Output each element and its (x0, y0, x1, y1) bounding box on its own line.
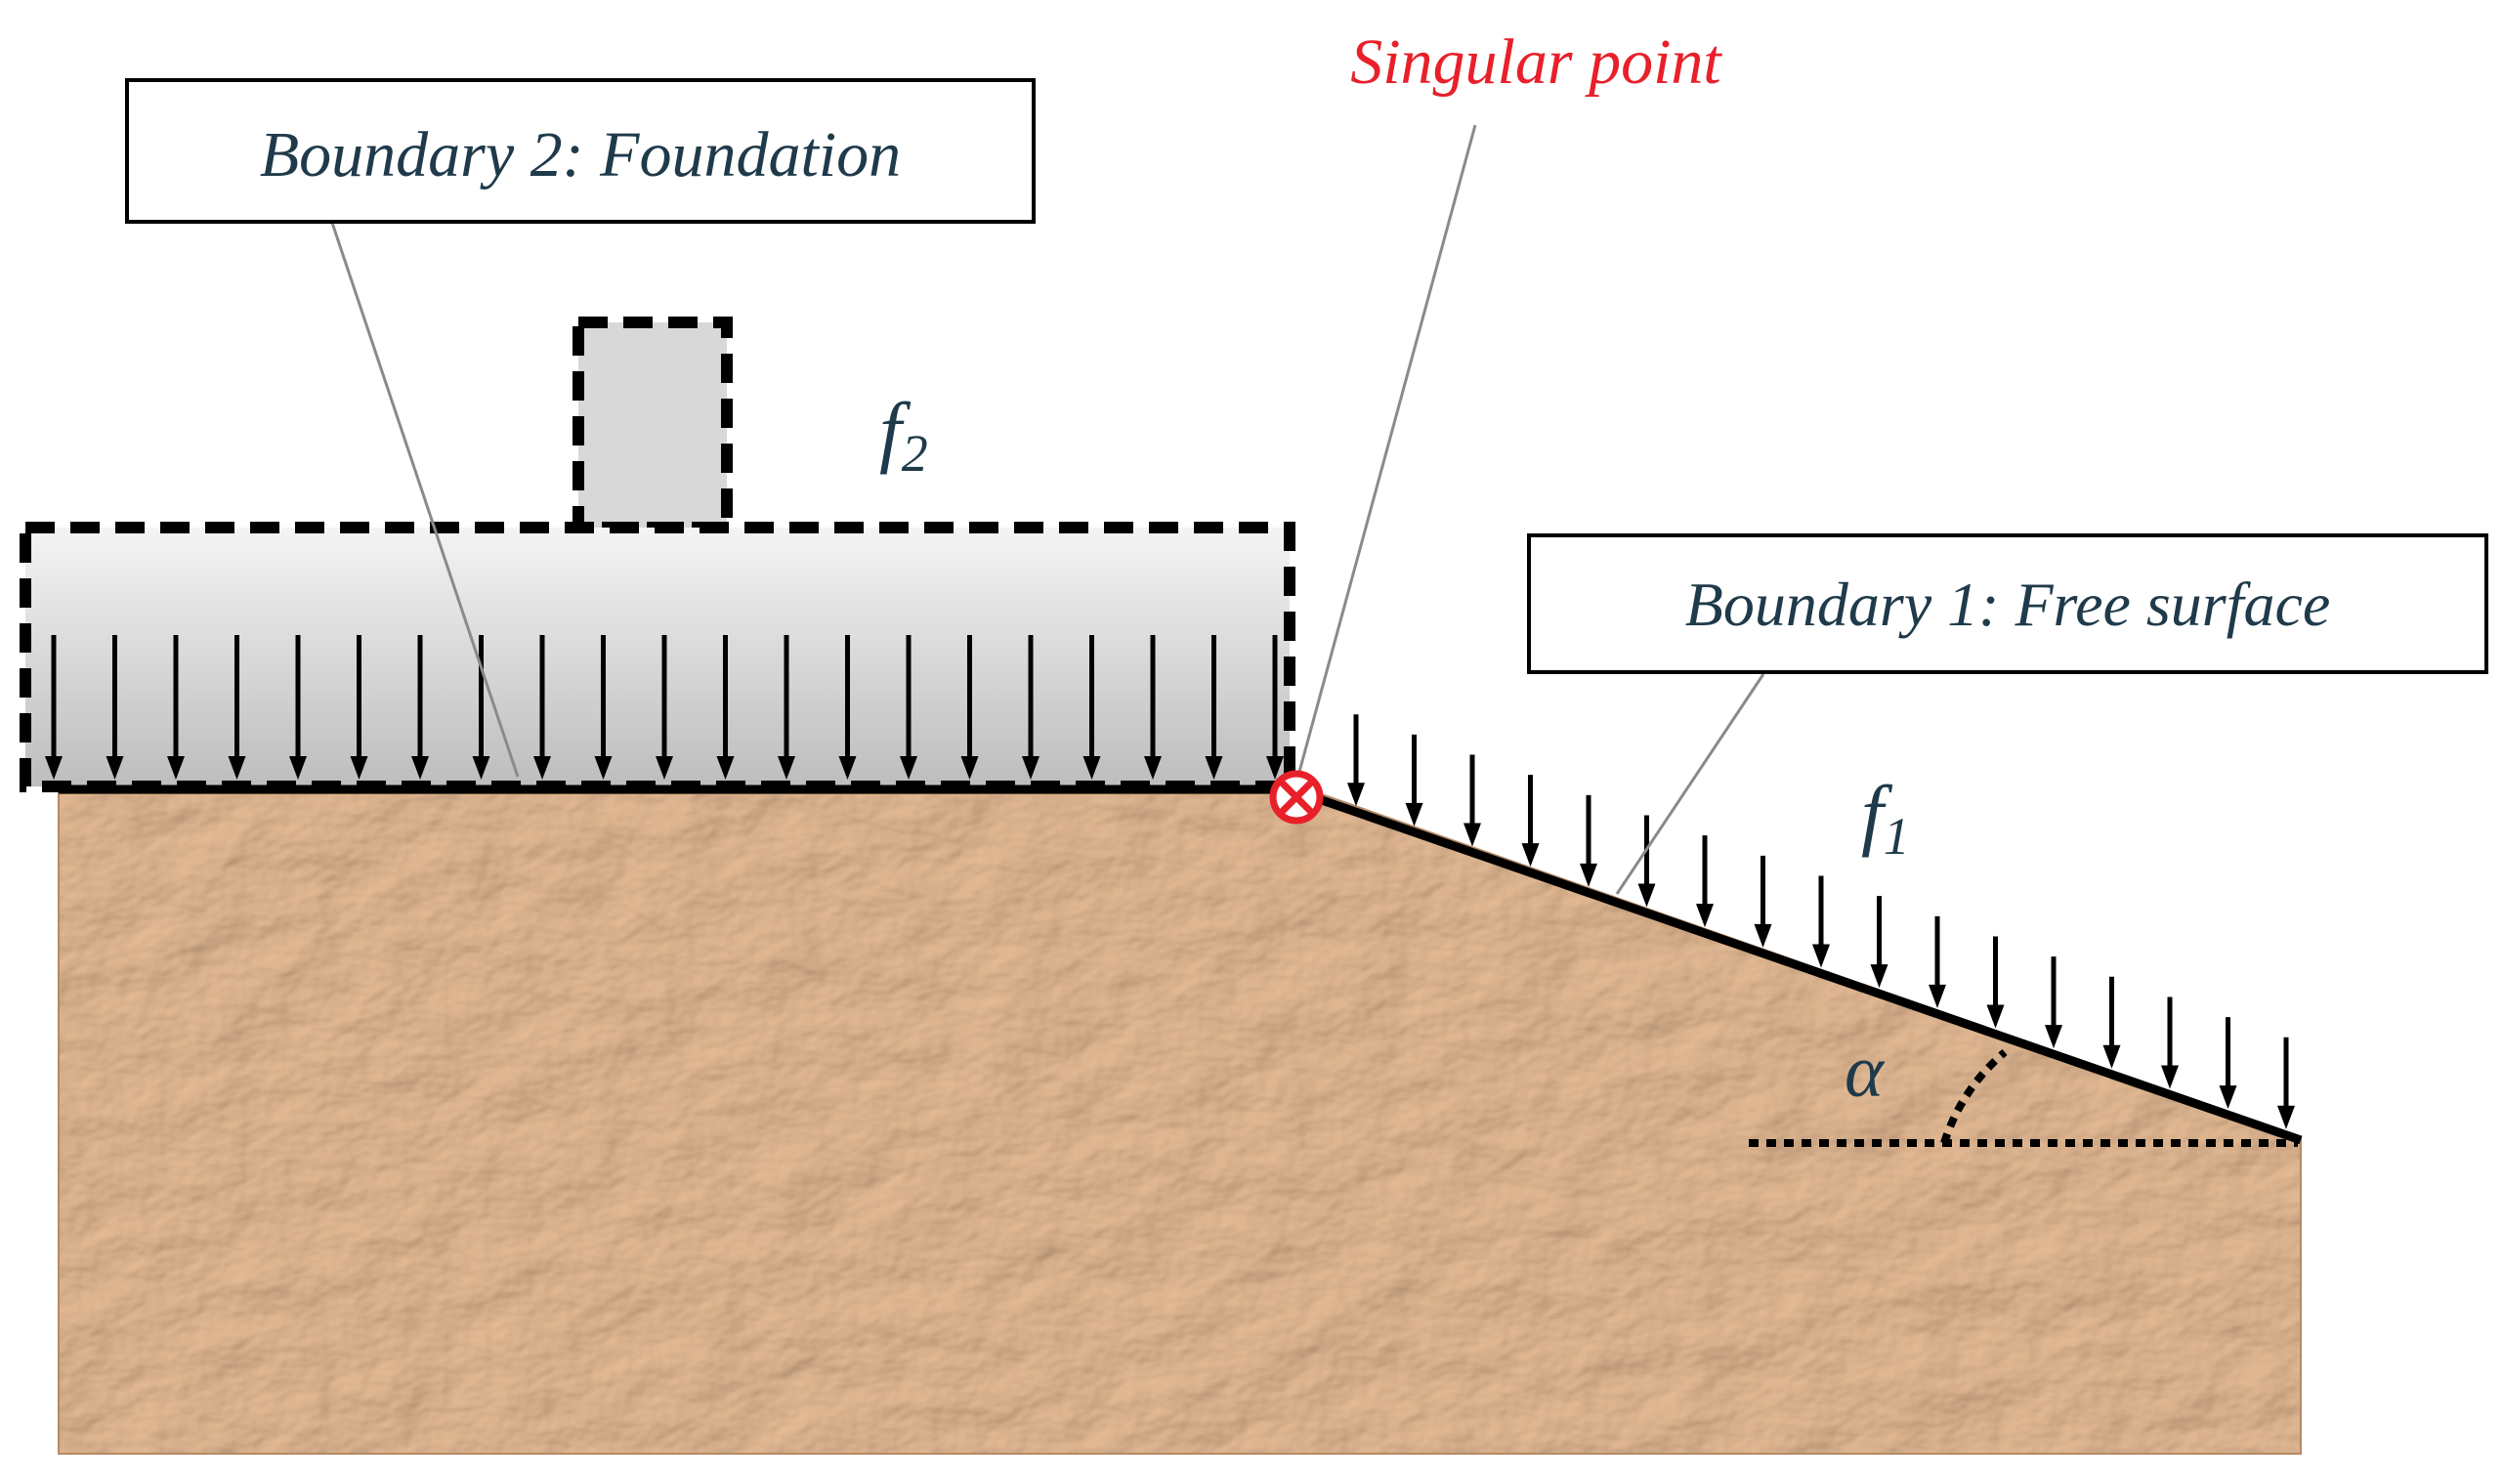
f2-subscript: 2 (902, 424, 928, 483)
load-arrow (960, 635, 979, 780)
load-arrow (1580, 794, 1597, 887)
leader-boundary-1 (1615, 673, 1765, 895)
load-arrow (350, 635, 368, 780)
load-arrow (2102, 976, 2121, 1069)
load-arrow (1754, 855, 1772, 948)
load-arrow (1464, 754, 1481, 847)
load-arrow (1870, 896, 1888, 989)
load-arrow (2045, 956, 2062, 1049)
load-arrow (1347, 714, 1365, 807)
slope-angle-marker (1749, 1048, 2298, 1147)
load-arrow (289, 635, 307, 780)
load-arrow (106, 635, 124, 780)
boundary-1-label-box: Boundary 1: Free surface (1527, 533, 2488, 674)
load-arrow (1144, 635, 1162, 780)
load-arrow (656, 635, 673, 780)
load-arrow (2277, 1037, 2295, 1129)
load-arrow (1521, 775, 1540, 868)
load-arrow (778, 635, 795, 780)
circled-times-icon (1269, 770, 1324, 825)
leader-boundary-2 (330, 222, 520, 778)
boundary-2-label: Boundary 2: Foundation (260, 119, 901, 191)
load-arrow (1986, 936, 2005, 1029)
singular-point-label: Singular point (1350, 26, 1722, 98)
load-arrow (2219, 1017, 2237, 1110)
load-arrow (1266, 635, 1284, 780)
load-arrow (1812, 875, 1830, 968)
leader-lines (330, 124, 1765, 895)
f1-subscript: 1 (1884, 807, 1910, 866)
load-arrow (472, 635, 490, 780)
boundary-1-line (1317, 794, 2303, 1145)
load-arrow (1929, 915, 1946, 1008)
boundary-1-label: Boundary 1: Free surface (1685, 570, 2331, 639)
load-arrow (45, 635, 63, 780)
load-arrow (1696, 835, 1714, 928)
foundation (20, 317, 1295, 792)
load-arrow (838, 635, 857, 780)
load-arrow (1405, 734, 1423, 827)
load-arrow (594, 635, 613, 780)
load-arrow (411, 635, 429, 780)
alpha-label: α (1845, 1031, 1886, 1113)
load-arrow (1082, 635, 1101, 780)
f2-label: f2 (879, 386, 928, 483)
slope-load-arrows (1347, 714, 2295, 1129)
load-arrow (900, 635, 917, 780)
boundary-2-label-box: Boundary 2: Foundation (125, 78, 1036, 224)
load-arrow (167, 635, 185, 780)
load-arrow (1022, 635, 1039, 780)
load-arrow (716, 635, 735, 780)
load-arrow (228, 635, 246, 780)
load-arrow (533, 635, 551, 780)
load-arrow (1637, 815, 1656, 908)
load-arrow (2161, 996, 2179, 1089)
foundation-load-arrows (45, 635, 1284, 780)
soil-body (58, 792, 2302, 1455)
f1-label: f1 (1861, 769, 1910, 866)
load-arrow (1205, 635, 1223, 780)
leader-singular-point (1297, 124, 1477, 773)
